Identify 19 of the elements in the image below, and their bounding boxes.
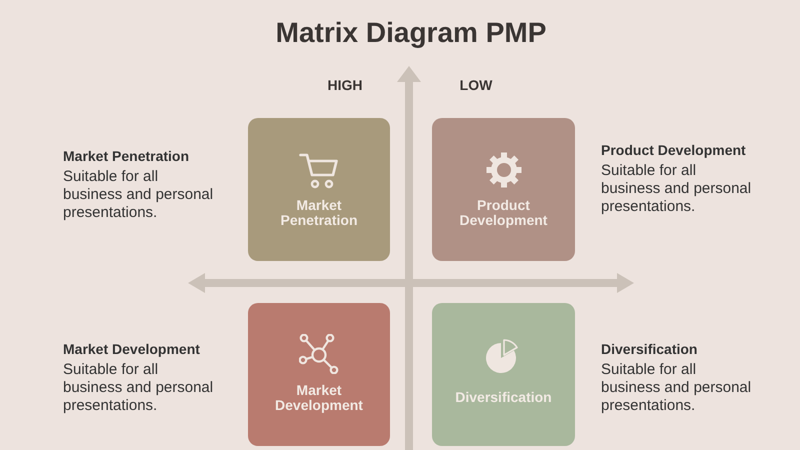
box-label: Diversification — [454, 390, 553, 405]
quadrant-heading: Product Development — [601, 142, 747, 159]
description-text: Suitable for all business and personal presentations. — [601, 162, 752, 216]
quadrant-heading: Market Penetration — [63, 148, 190, 165]
quadrant-box — [432, 118, 575, 261]
box-label: Product Development — [458, 198, 548, 228]
description-text: Suitable for all business and personal presentations. — [63, 361, 214, 415]
quadrant-heading: Market Development — [63, 341, 201, 358]
quadrant-heading: Diversification — [601, 341, 698, 358]
description-text: Suitable for all business and personal presentations. — [63, 168, 214, 222]
title: Matrix Diagram PMP — [274, 16, 548, 50]
description-text: Suitable for all business and personal presentations. — [601, 361, 752, 415]
quadrant-box — [248, 303, 390, 446]
quadrant-box — [432, 303, 575, 446]
axis-label: LOW — [460, 77, 492, 93]
box-label: Market Penetration — [279, 198, 358, 228]
axis-label: HIGH — [328, 77, 362, 93]
quadrant-box — [248, 118, 390, 261]
box-label: Market Development — [274, 383, 364, 413]
